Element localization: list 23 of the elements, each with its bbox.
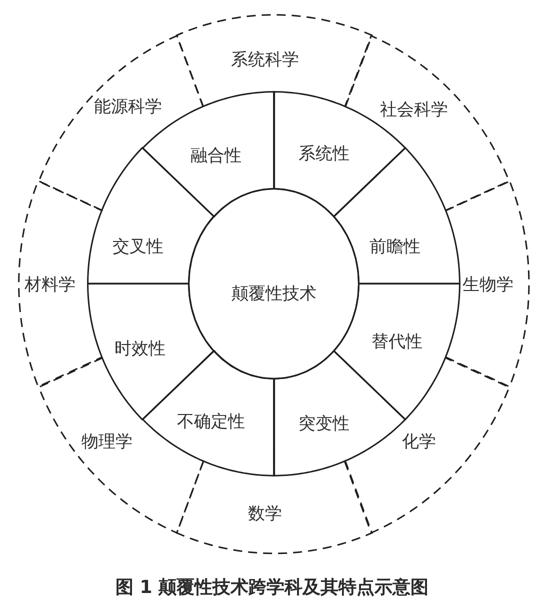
segment-label: 系统性	[298, 144, 350, 164]
figure-caption: 图 1 颠覆性技术跨学科及其特点示意图	[115, 577, 429, 599]
discipline-label: 材料学	[24, 274, 76, 295]
dashed-ring-segment	[18, 180, 103, 388]
dashed-ring-segment	[176, 460, 372, 554]
dashed-ring-segment	[445, 180, 530, 388]
ring-segment	[333, 147, 461, 285]
segment-label: 突变性	[298, 414, 350, 434]
segment-label: 不确定性	[176, 412, 245, 432]
segment-label: 交叉性	[112, 236, 164, 257]
segment-label: 融合性	[190, 146, 242, 166]
dashed-ring-segment	[176, 14, 372, 108]
discipline-label: 生物学	[462, 274, 514, 295]
discipline-label: 化学	[402, 432, 436, 452]
discipline-label: 社会科学	[380, 100, 448, 120]
discipline-label: 数学	[248, 504, 282, 524]
segment-label: 前瞻性	[369, 236, 420, 257]
center-label: 颠覆性技术	[231, 284, 316, 304]
segment-label: 时效性	[114, 338, 166, 359]
discipline-label: 系统科学	[230, 50, 299, 70]
discipline-label: 物理学	[81, 432, 132, 452]
discipline-label: 能源科学	[94, 96, 162, 117]
segment-label: 替代性	[371, 332, 422, 352]
